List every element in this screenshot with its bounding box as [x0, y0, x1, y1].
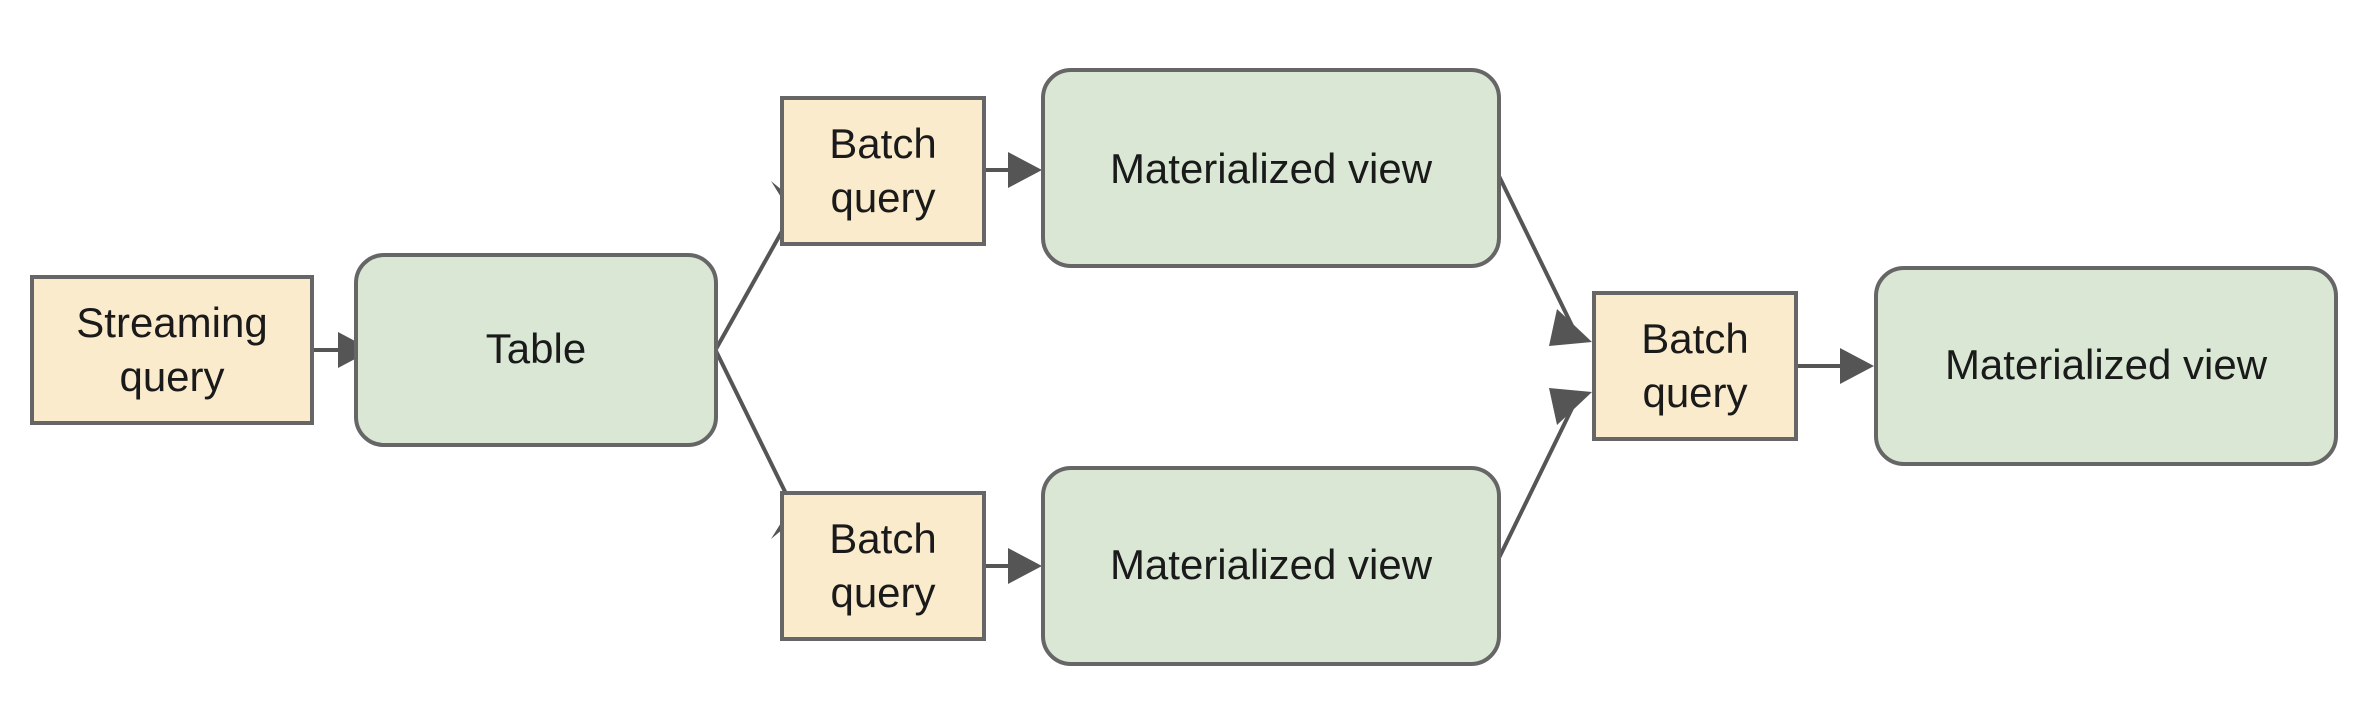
edge-batch-query-bottom-to-materialized-view-bottom [984, 548, 1042, 584]
materialized-view-right-label: Materialized view [1945, 341, 2268, 388]
streaming-query-label-line1: Streaming [76, 299, 267, 346]
batch-query-bottom-box[interactable] [780, 491, 986, 641]
node-table[interactable]: Table [354, 253, 718, 447]
table-label: Table [486, 325, 586, 372]
streaming-query-box[interactable] [30, 275, 314, 425]
edge-materialized-view-top-to-batch-query-right [1495, 171, 1592, 346]
materialized-view-bottom-box[interactable] [1041, 466, 1501, 666]
batch-query-right-label-line1: Batch [1641, 315, 1748, 362]
node-materialized-view-right[interactable]: Materialized view [1874, 266, 2338, 466]
materialized-view-right-box[interactable] [1874, 266, 2338, 466]
batch-query-bottom-label-line1: Batch [829, 515, 936, 562]
materialized-view-top-label: Materialized view [1110, 145, 1433, 192]
batch-query-top-label-line1: Batch [829, 120, 936, 167]
node-materialized-view-bottom[interactable]: Materialized view [1041, 466, 1501, 666]
node-layer: Streaming query Table Batch query Materi… [30, 68, 2338, 666]
edge-materialized-view-bottom-to-batch-query-right [1495, 388, 1592, 563]
batch-query-top-label-line2: query [830, 174, 935, 221]
node-batch-query-top[interactable]: Batch query [780, 96, 986, 246]
node-batch-query-right[interactable]: Batch query [1592, 291, 1798, 441]
materialized-view-top-box[interactable] [1041, 68, 1501, 268]
batch-query-top-box[interactable] [780, 96, 986, 246]
batch-query-bottom-label-line2: query [830, 569, 935, 616]
node-streaming-query[interactable]: Streaming query [30, 275, 314, 425]
edge-batch-query-right-to-materialized-view-right [1797, 348, 1874, 384]
streaming-query-label-line2: query [119, 353, 224, 400]
edge-batch-query-top-to-materialized-view-top [984, 152, 1042, 188]
table-box[interactable] [354, 253, 718, 447]
batch-query-right-box[interactable] [1592, 291, 1798, 441]
batch-query-right-label-line2: query [1642, 369, 1747, 416]
node-materialized-view-top[interactable]: Materialized view [1041, 68, 1501, 268]
node-batch-query-bottom[interactable]: Batch query [780, 491, 986, 641]
materialized-view-bottom-label: Materialized view [1110, 541, 1433, 588]
